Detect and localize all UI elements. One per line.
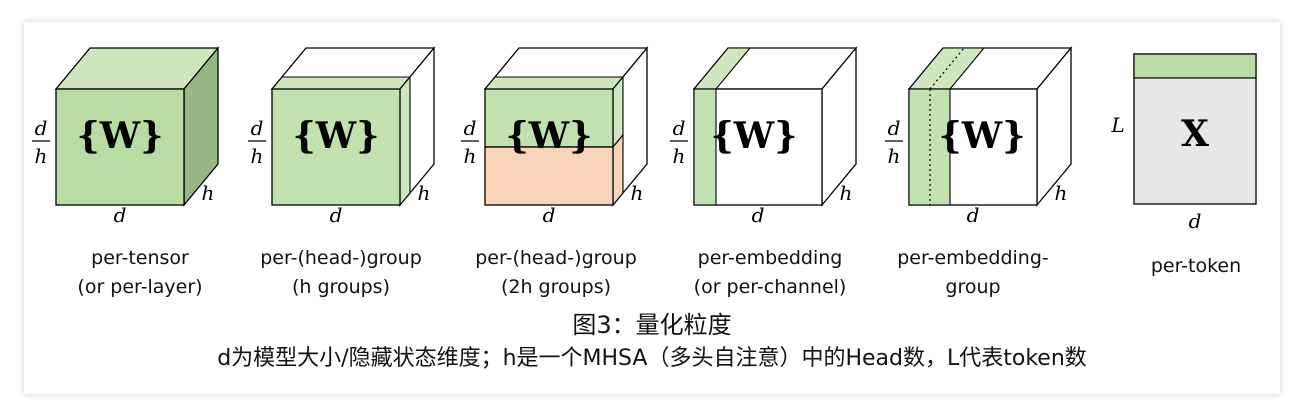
- front-upper-half: [484, 88, 614, 148]
- side-slice-face: [399, 75, 411, 207]
- d-width-label: d: [752, 203, 765, 227]
- caption-description: d为模型大小/隐藏状态维度；h是一个MHSA（多头自注意）中的Head数，L代表…: [217, 346, 1087, 371]
- label-per-token: per-token: [1106, 252, 1286, 281]
- label-line-1: per-(head-)group: [475, 247, 637, 269]
- d-width-label: d: [543, 203, 556, 227]
- weight-symbol: {W}: [711, 115, 798, 157]
- h-depth-label: h: [418, 181, 431, 205]
- weight-symbol: {W}: [77, 115, 164, 157]
- side-slice-lower: [612, 133, 624, 207]
- label-line-2: (2h groups): [500, 276, 612, 298]
- d-over-h-den: h: [35, 144, 48, 168]
- d-over-h-num: d: [35, 116, 48, 140]
- weight-symbol: {W}: [506, 115, 593, 157]
- d-over-h-den: h: [888, 144, 901, 168]
- cube-per-embedding: {W} d h h d: [670, 46, 858, 227]
- label-line-1: per-tensor: [91, 247, 189, 269]
- cube-per-embedding-group: {W} d h h d: [885, 46, 1073, 227]
- top-slice-face: [270, 76, 412, 90]
- front-strip: [693, 88, 717, 206]
- caption-title: 图3：量化粒度: [572, 311, 732, 339]
- h-depth-label: h: [631, 181, 644, 205]
- cube-front-face: [271, 88, 401, 206]
- d-over-h-den: h: [464, 144, 477, 168]
- L-height-label: L: [1110, 113, 1124, 137]
- h-depth-label: h: [1055, 181, 1068, 205]
- d-width-label: d: [967, 203, 980, 227]
- top-dotted-divider: [929, 47, 965, 90]
- d-over-h-den: h: [673, 144, 686, 168]
- activation-symbol: X: [1181, 113, 1209, 155]
- label-line-1: per-embedding: [697, 247, 843, 269]
- label-line-1: per-(head-)group: [260, 247, 422, 269]
- label-head-group-h: per-(head-)group (h groups): [236, 244, 446, 302]
- d-width-label: d: [114, 203, 127, 227]
- h-depth-label: h: [840, 181, 853, 205]
- label-line-2: (or per-layer): [77, 276, 203, 298]
- label-line-2: (h groups): [292, 276, 390, 298]
- label-line-2: group: [945, 276, 1001, 298]
- weight-symbol: {W}: [293, 115, 380, 157]
- matrix-body: [1133, 53, 1257, 205]
- label-line-1: per-token: [1150, 255, 1242, 277]
- label-line-2: (or per-channel): [693, 276, 847, 298]
- d-over-h-num: d: [673, 116, 686, 140]
- front-lower-half: [484, 146, 614, 206]
- cube-front-face: [55, 88, 185, 206]
- d-width-label: d: [330, 203, 343, 227]
- label-per-embedding: per-embedding (or per-channel): [670, 244, 870, 302]
- d-over-h-den: h: [251, 144, 264, 168]
- label-line-1: per-embedding-: [897, 247, 1049, 269]
- label-head-group-2h: per-(head-)group (2h groups): [451, 244, 661, 302]
- d-over-h-num: d: [251, 116, 264, 140]
- h-depth-label: h: [202, 181, 215, 205]
- token-row: [1133, 53, 1257, 79]
- weight-symbol: {W}: [939, 115, 1026, 157]
- label-per-embedding-group: per-embedding- group: [868, 244, 1078, 302]
- label-per-tensor: per-tensor (or per-layer): [40, 244, 240, 302]
- d-over-h-num: d: [464, 116, 477, 140]
- top-slice-face: [483, 76, 625, 90]
- d-width-label: d: [1189, 209, 1202, 233]
- cube-head-group-h: {W} d h h d: [248, 46, 436, 227]
- matrix-per-token: X L d: [1110, 53, 1257, 233]
- cube-per-tensor: {W} d h h d: [32, 46, 220, 227]
- d-over-h-num: d: [888, 116, 901, 140]
- cube-head-group-2h: {W} d h h d: [461, 46, 649, 227]
